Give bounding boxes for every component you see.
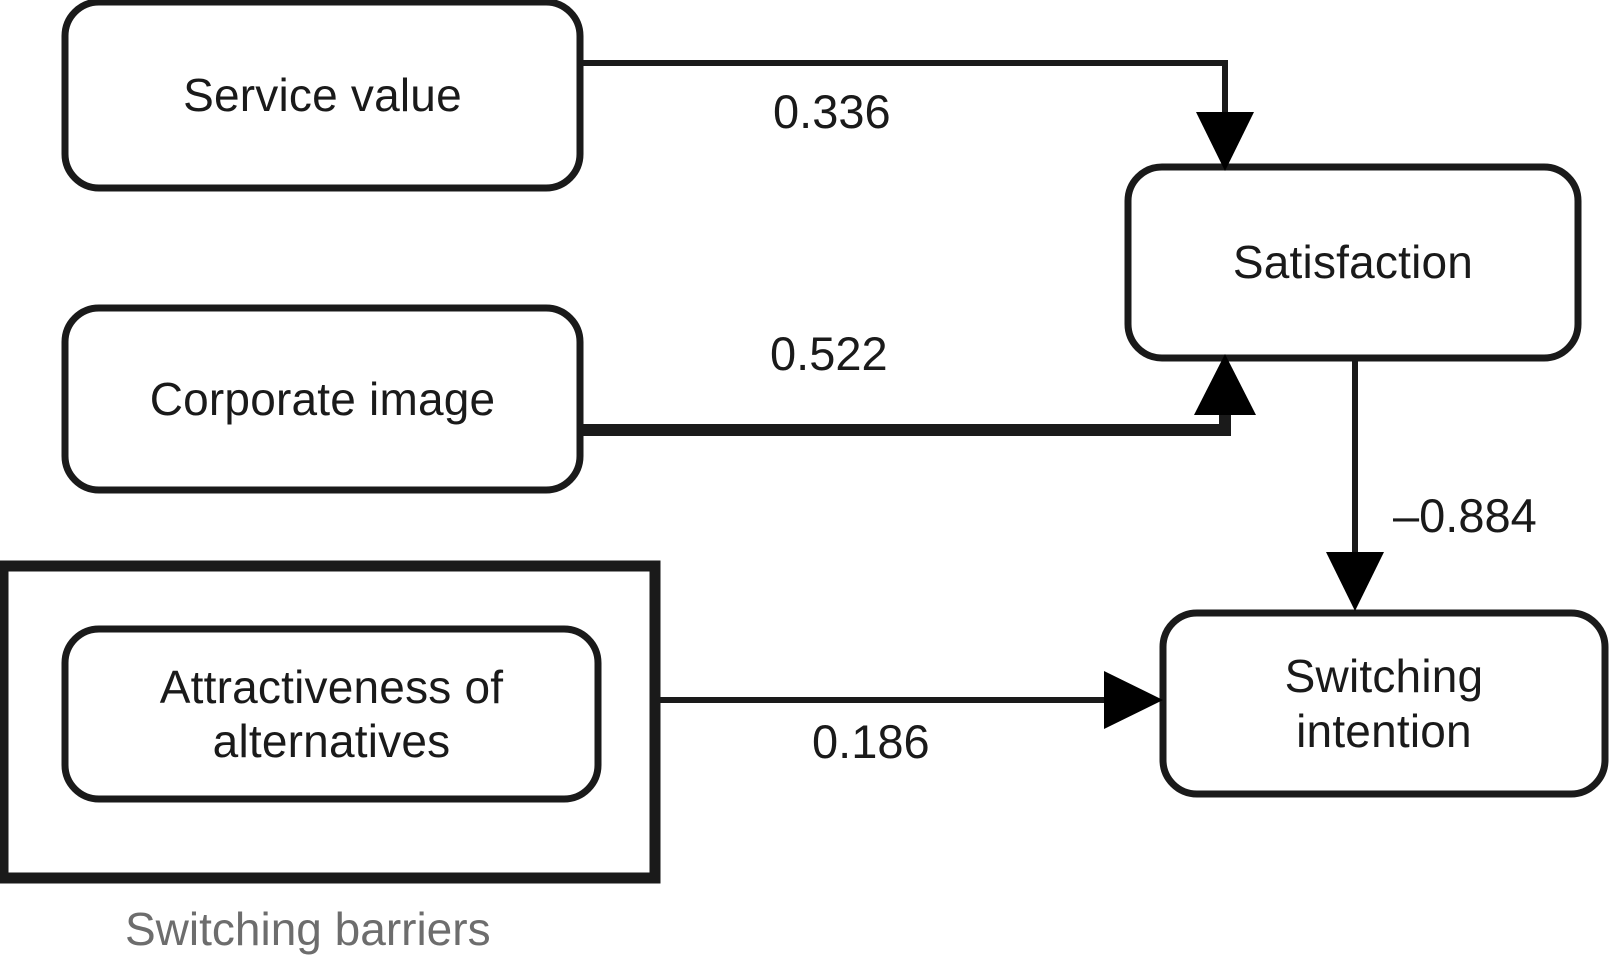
arrowhead-right-switching-intention [1104, 671, 1163, 729]
node-box-corporate-image[interactable] [61, 304, 584, 494]
edge-attractiveness-to-switching-intention [655, 671, 1163, 729]
edge-corporate-image-to-satisfaction [580, 354, 1256, 436]
group-box-switching-barriers [0, 560, 661, 884]
edge-service-value-to-satisfaction [580, 60, 1254, 171]
edge-satisfaction-to-switching-intention [1326, 358, 1384, 611]
edge-label-satisfaction-to-switching-intention: –0.884 [1393, 489, 1537, 542]
group-caption-switching-barriers: Switching barriers [125, 903, 491, 955]
node-box-satisfaction[interactable] [1124, 163, 1582, 362]
edge-label-attractiveness-to-switching-intention: 0.186 [812, 715, 930, 768]
arrowhead-down-satisfaction [1196, 112, 1254, 171]
node-box-switching-intention[interactable] [1159, 609, 1609, 798]
arrowhead-down-switching-intention [1326, 552, 1384, 611]
node-box-service-value[interactable] [61, 0, 584, 192]
arrowhead-up-satisfaction [1194, 354, 1256, 415]
edge-label-corporate-image-to-satisfaction: 0.522 [770, 327, 888, 380]
edge-label-service-value-to-satisfaction: 0.336 [773, 85, 891, 138]
node-box-attractiveness-of-alternatives[interactable] [61, 625, 602, 803]
